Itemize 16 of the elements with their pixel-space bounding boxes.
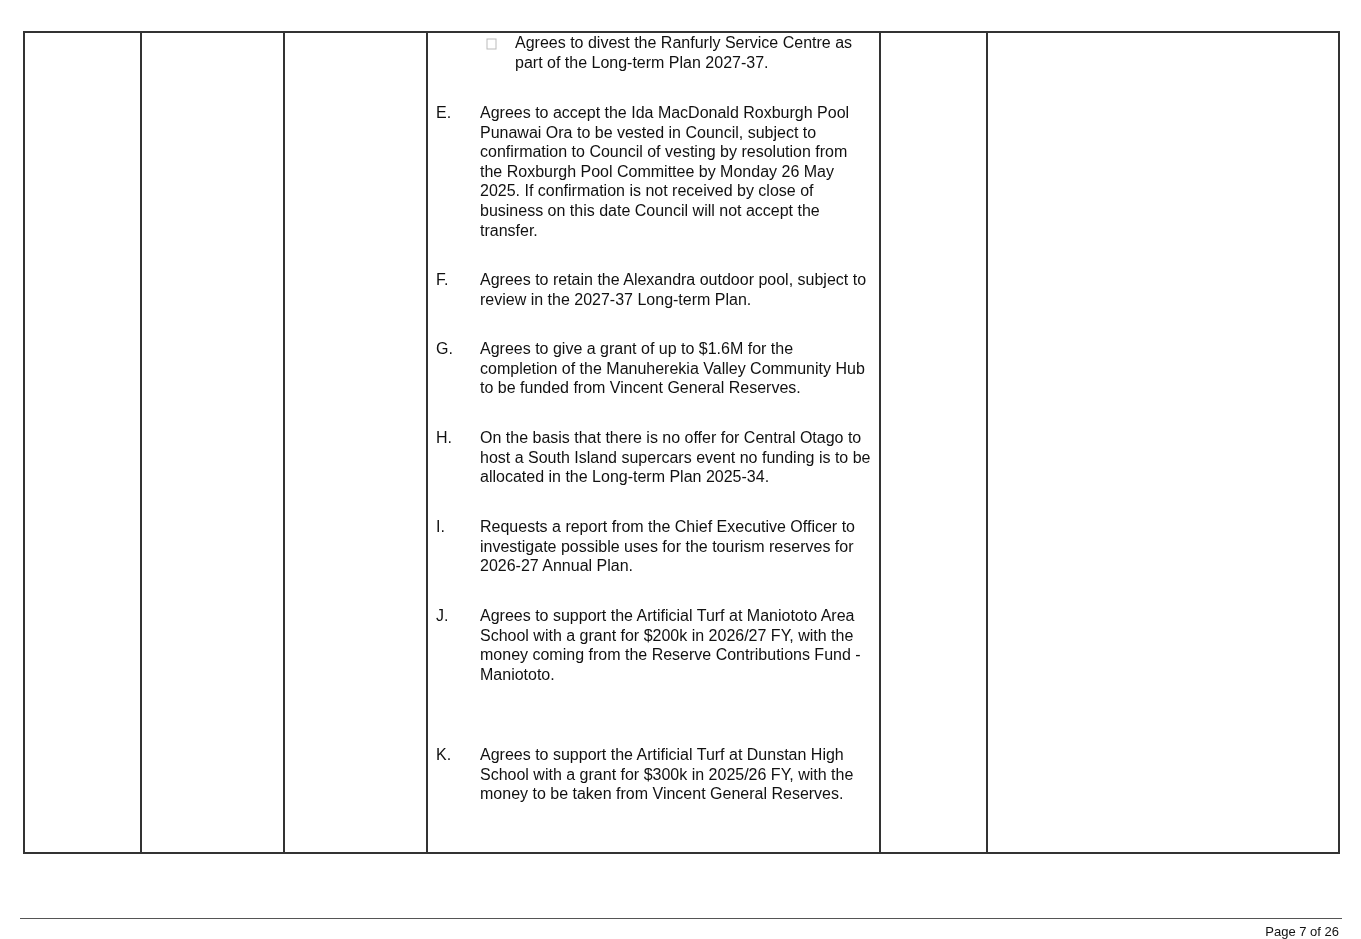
resolution-text: Agrees to accept the Ida MacDonald Roxburgh Pool Punawai Ora to be vested in Council, subject to confirmation to Council of vesting by resolution from the Roxburgh Pool Committee by Monday 26 May 2025. If confirmation is not received by close of business on this date Council will not accept the transfer. <box>480 103 851 241</box>
resolution-text: Agrees to retain the Alexandra outdoor pool, subject to review in the 2027-37 Long-term Plan. <box>480 270 868 310</box>
list-marker: K. <box>436 745 452 765</box>
resolution-text: On the basis that there is no offer for Central Otago to host a South Island supercars event no funding is to be allocated in the Long-term Plan 2025-34. <box>480 428 872 487</box>
list-marker: I. <box>436 517 445 537</box>
page-number: Page 7 of 26 <box>1265 923 1339 939</box>
list-marker: E. <box>436 103 452 123</box>
list-marker: H. <box>436 428 452 448</box>
resolution-text: Agrees to support the Artificial Turf at Maniototo Area School with a grant for $200k in 2026/27 FY, with the money coming from the Reserve Contributions Fund - Maniototo. <box>480 606 862 685</box>
resolution-text: Agrees to divest the Ranfurly Service Centre as part of the Long-term Plan 2027-37. <box>515 33 854 73</box>
list-marker: G. <box>436 339 453 359</box>
list-marker: J. <box>436 606 449 626</box>
resolution-text: Agrees to support the Artificial Turf at Dunstan High School with a grant for $300k in 2025/26 FY, with the money to be taken from Vincent General Reserves. <box>480 745 855 804</box>
resolution-text: Agrees to give a grant of up to $1.6M for the completion of the Manuherekia Valley Community Hub to be funded from Vincent General Reserves. <box>480 339 866 398</box>
resolution-text: Requests a report from the Chief Executive Officer to investigate possible uses for the tourism reserves for 2026-27 Annual Plan. <box>480 517 856 576</box>
list-marker: F. <box>436 270 449 290</box>
